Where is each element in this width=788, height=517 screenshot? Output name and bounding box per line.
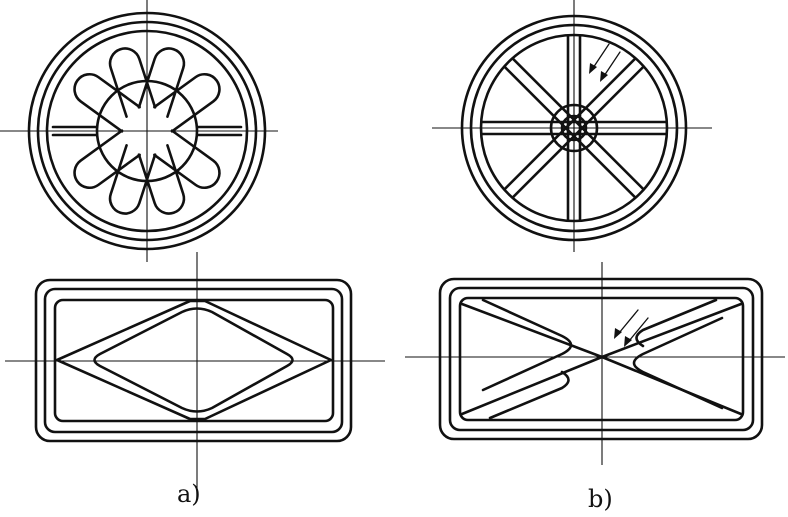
rim-inner-ring [479,33,669,223]
frame-outer-wall [34,278,353,443]
caption-b: b) [588,485,613,513]
outer-rim-inner-edge [469,23,679,233]
outer-rim [27,11,267,251]
frame-outer-wall [438,277,764,441]
frame-inner-wall [458,296,745,422]
wheel-with-slots [0,0,278,262]
wheel-with-spokes [432,0,712,252]
x-ribs [460,298,743,420]
stress-arrows [589,43,621,82]
diamond-ribs [55,299,333,421]
caption-a: a) [177,480,201,508]
hub-boss [549,103,599,153]
outer-rim [460,14,688,242]
stress-arrows [614,309,649,347]
horizontal-web [51,125,243,137]
outer-rim-inner-edge [36,20,258,242]
frame-outer-wall-inner [448,286,755,432]
frame-with-diamond-web [5,252,385,500]
spokes [481,35,667,221]
frame-with-x-web [405,262,785,465]
frame-outer-wall-inner [43,287,344,434]
slot-ring-outer [45,29,249,233]
